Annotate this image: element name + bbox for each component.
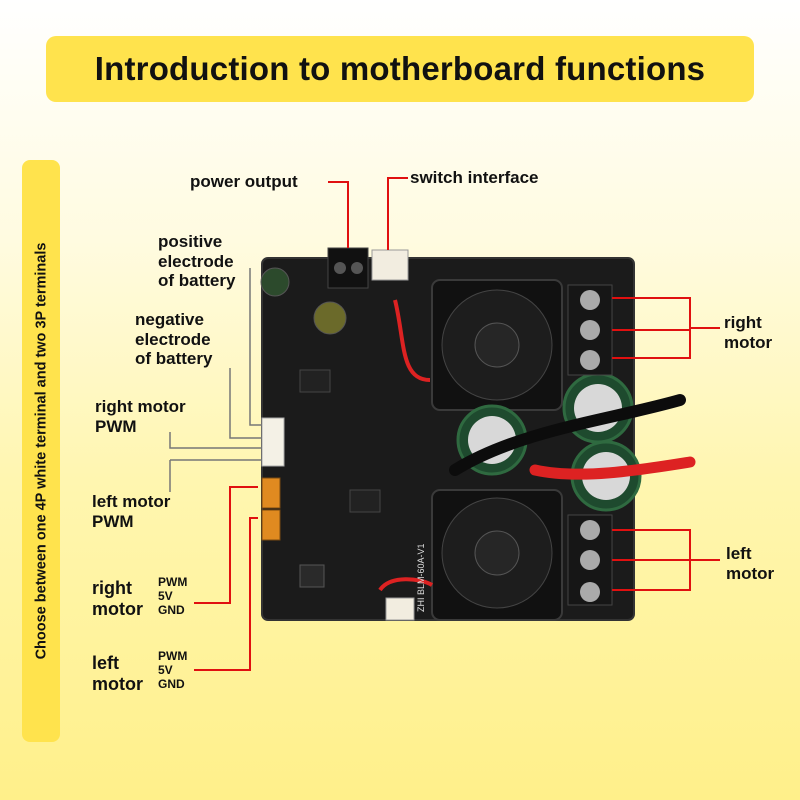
label-left-motor-3p: left motor	[92, 653, 143, 694]
leader-lines	[194, 177, 720, 671]
page-title: Introduction to motherboard functions	[94, 50, 706, 87]
orange-3p-terminal-left	[261, 509, 281, 541]
label-switch-interface: switch interface	[410, 168, 539, 187]
label-right-motor-pwm: right motor PWM	[95, 397, 186, 436]
label-right-motor-terminal: right motor	[724, 313, 773, 352]
chip-2	[349, 489, 381, 513]
label-positive-electrode: positive electrode of battery	[158, 232, 236, 291]
gray-leader-lines	[169, 268, 262, 492]
red-wire	[529, 456, 696, 480]
capacitor-small	[260, 267, 290, 297]
inductor	[299, 564, 325, 588]
label-right-motor-3p: right motor	[92, 578, 143, 619]
label-power-output: power output	[190, 172, 298, 191]
label-left-motor-pwm: left motor PWM	[92, 492, 171, 531]
label-left-motor-terminal: left motor	[726, 544, 775, 583]
black-wire	[449, 394, 686, 476]
pin-labels-left-motor: PWM 5V GND	[158, 649, 188, 691]
capacitor-mid	[313, 301, 347, 335]
label-negative-electrode: negative electrode of battery	[135, 310, 213, 369]
board-silkscreen: ZHI BLM-60A-V1	[416, 543, 426, 612]
switch-interface-connector	[371, 249, 409, 281]
chip-1	[299, 369, 331, 393]
title-banner: Introduction to motherboard functions	[46, 36, 754, 102]
fan-wire-upper	[393, 299, 431, 382]
orange-3p-terminal-right	[261, 477, 281, 509]
white-4p-terminal	[261, 417, 285, 467]
fan-connector-lower	[385, 597, 415, 621]
side-note-banner: Choose between one 4P white terminal and…	[22, 160, 60, 742]
pin-labels-right-motor: PWM 5V GND	[158, 575, 188, 617]
fan-wire-lower	[378, 577, 434, 592]
